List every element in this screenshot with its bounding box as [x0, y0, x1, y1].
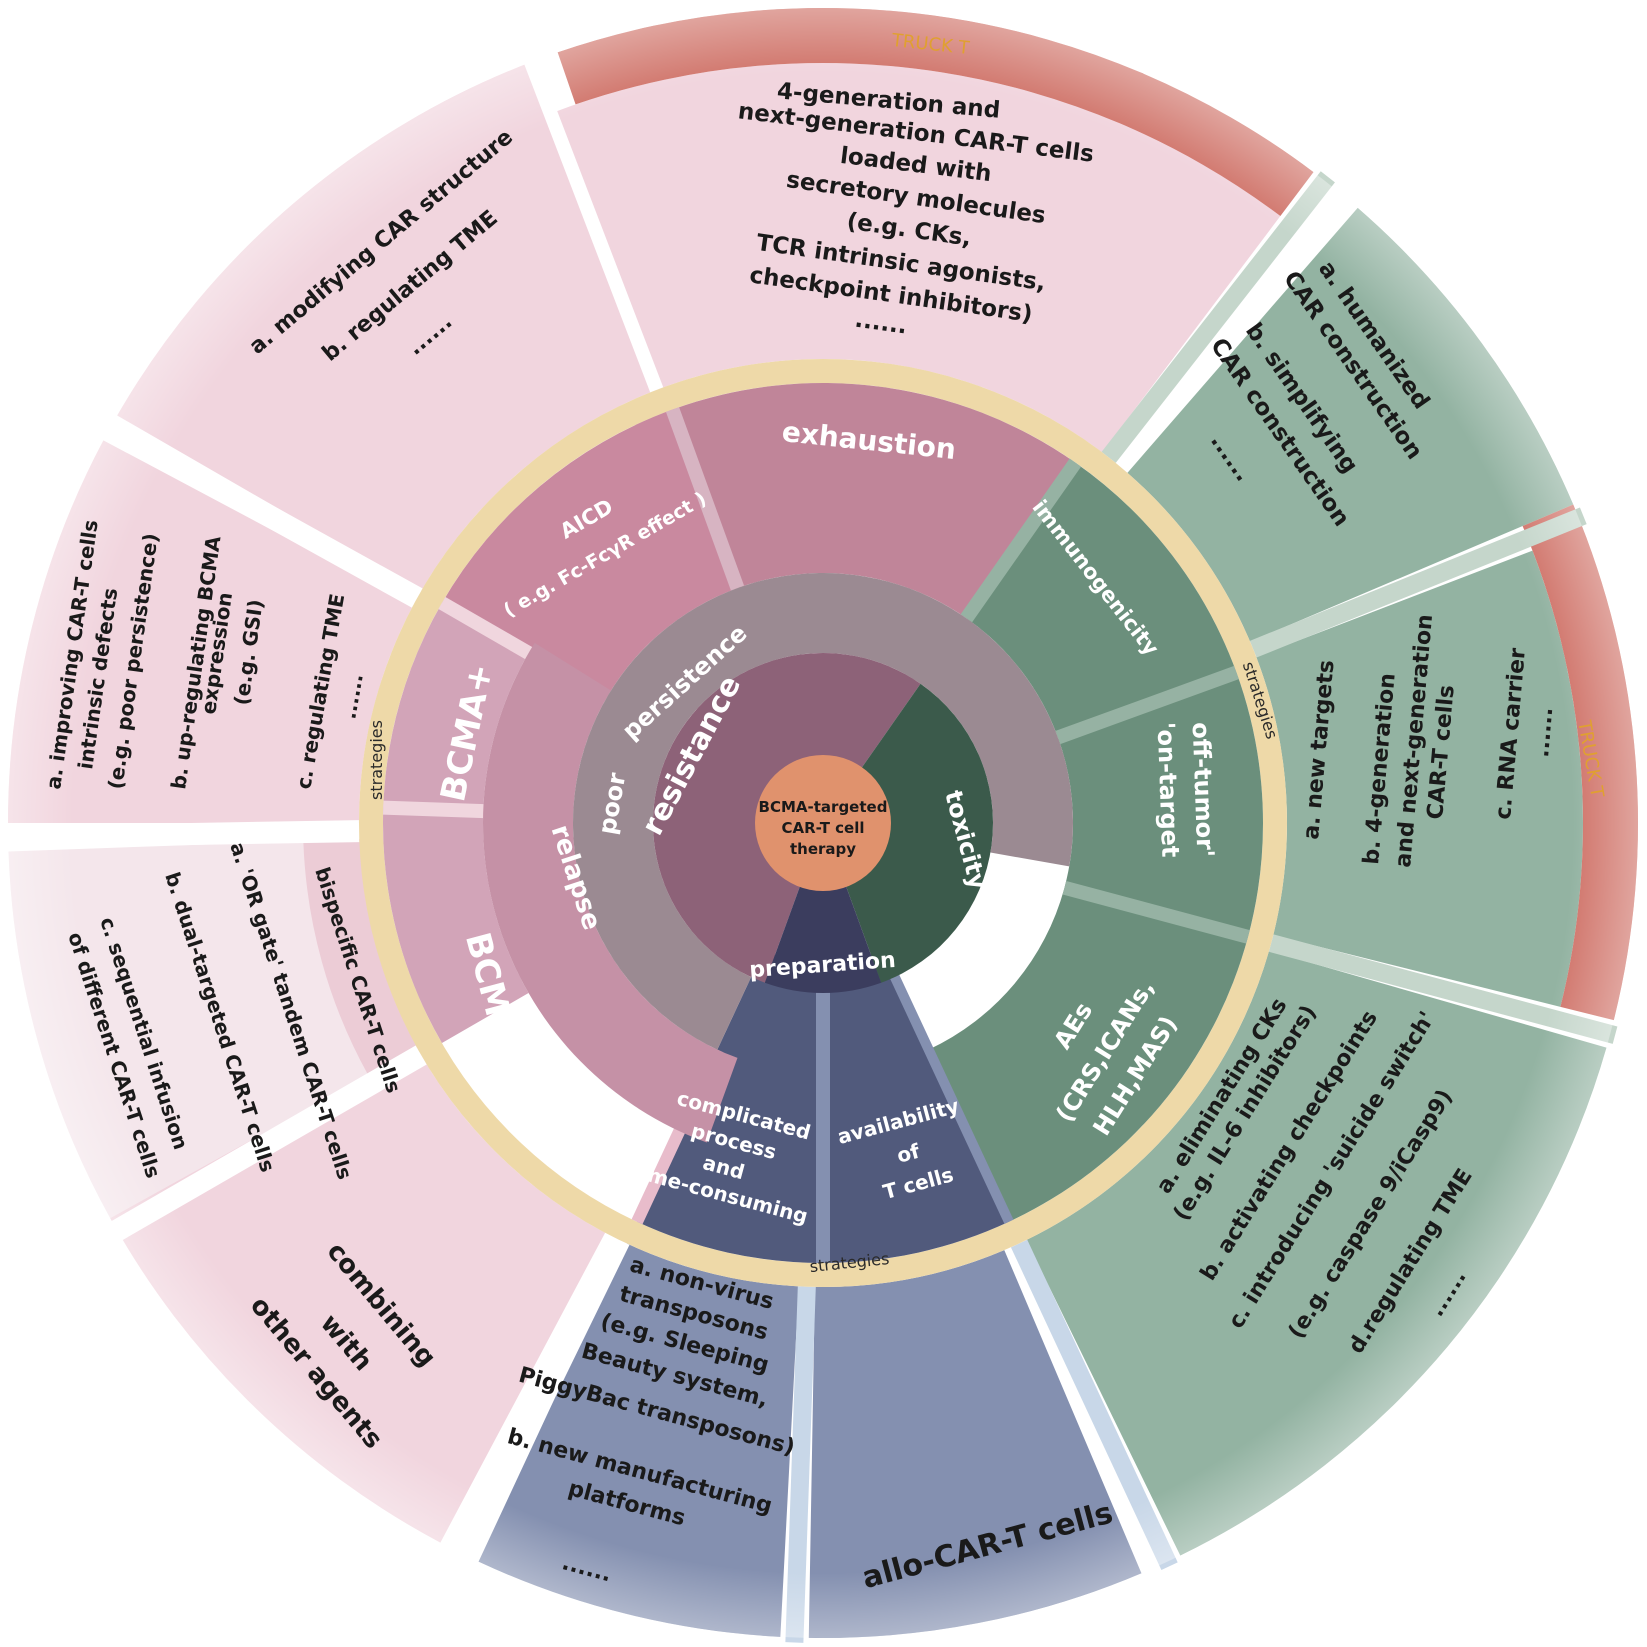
on-target-line-1: 'on-target [1152, 722, 1185, 858]
center-line-1: BCMA-targeted [759, 798, 888, 816]
on-target-line-2: off-tumor' [1187, 722, 1220, 858]
ontg-line-6: ...... [1529, 706, 1558, 758]
center-line-3: therapy [790, 840, 856, 858]
center-label: BCMA-targeted CAR-T cell therapy [759, 798, 888, 858]
outer-fade [8, 8, 1638, 1638]
center-line-2: CAR-T cell [782, 819, 865, 837]
ring-label-left: strategies [367, 720, 386, 800]
